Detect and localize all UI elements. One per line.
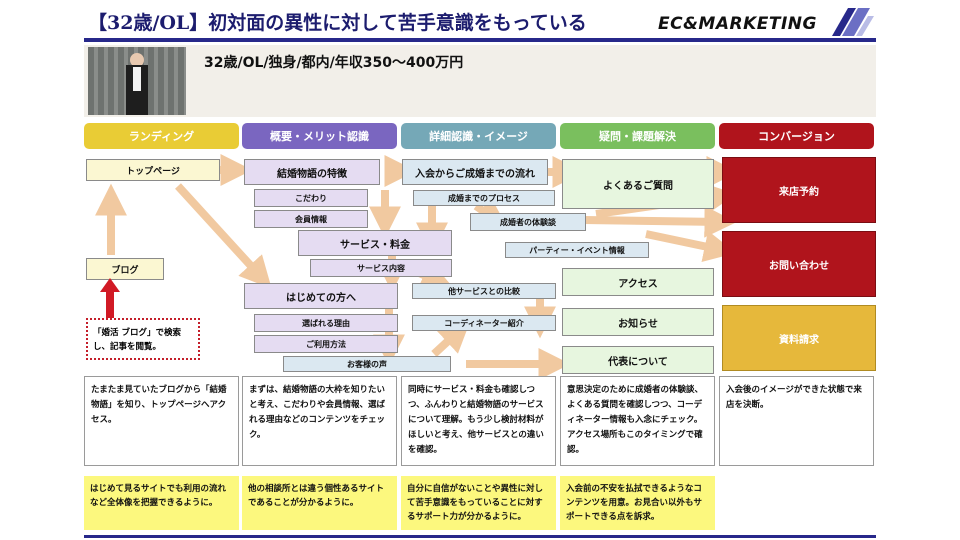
stage-question: 疑問・課題解決 — [560, 123, 715, 149]
oshirase-node: お知らせ — [562, 308, 714, 336]
note-overview: 他の相談所とは違う個性あるサイトであることが分かるように。 — [242, 476, 397, 530]
note-landing: はじめて見るサイトでも利用の流れなど全体像を把握できるように。 — [84, 476, 239, 530]
service-node: サービス・料金 — [298, 230, 452, 256]
stage-landing: ランディング — [84, 123, 239, 149]
persona-panel — [84, 45, 876, 117]
stage-conversion: コンバージョン — [719, 123, 874, 149]
riyou-node: ご利用方法 — [254, 335, 398, 353]
bottom-rule — [84, 535, 876, 538]
faq-node: よくあるご質問 — [562, 159, 714, 209]
persona-photo — [88, 47, 186, 115]
top-page-node: トップページ — [86, 159, 220, 181]
access-node: アクセス — [562, 268, 714, 296]
logo-mark-icon — [832, 8, 874, 36]
toiawase-node: お問い合わせ — [722, 231, 876, 297]
description-landing: たまたま見ていたブログから「結婚物語」を知り、トップページへアクセス。 — [84, 376, 239, 466]
arrow-up-icon — [100, 278, 120, 320]
note-detail: 自分に自信がないことや異性に対して苦手意識をもっていることに対するサポート力が分… — [401, 476, 556, 530]
note-question: 入会前の不安を払拭できるようなコンテンツを用意。お見合い以外もサポートできる点を… — [560, 476, 715, 530]
service-naiyou-node: サービス内容 — [310, 259, 452, 277]
blog-node: ブログ — [86, 258, 164, 280]
tokucho-node: 結婚物語の特徴 — [244, 159, 380, 185]
stage-detail: 詳細認識・イメージ — [401, 123, 556, 149]
description-question: 意思決定のために成婚者の体験談、よくある質問を確認しつつ、コーディネーター情報も… — [560, 376, 715, 466]
hikaku-node: 他サービスとの比較 — [412, 283, 556, 299]
party-node: パーティー・イベント情報 — [505, 242, 649, 258]
raiten-node: 来店予約 — [722, 157, 876, 223]
taiken-node: 成婚者の体験談 — [470, 213, 586, 231]
title-rule — [84, 38, 876, 42]
nagare-node: 入会からご成婚までの流れ — [402, 159, 548, 185]
coordinator-node: コーディネーター紹介 — [412, 315, 556, 331]
kaiin-node: 会員情報 — [254, 210, 368, 228]
hajimete-node: はじめての方へ — [244, 283, 398, 309]
okyakusama-node: お客様の声 — [283, 356, 451, 372]
description-conversion: 入会後のイメージができた状態で来店を決断。 — [719, 376, 874, 466]
erabareru-node: 選ばれる理由 — [254, 314, 398, 332]
process-node: 成婚までのプロセス — [413, 190, 555, 206]
description-overview: まずは、結婚物語の大枠を知りたいと考え、こだわりや会員情報、選ばれる理由などのコ… — [242, 376, 397, 466]
stage-overview: 概要・メリット認識 — [242, 123, 397, 149]
search-note: 「婚活 ブログ」で検索し、記事を閲覧。 — [86, 318, 200, 360]
logo: EC&MARKETING — [658, 14, 817, 34]
kodawari-node: こだわり — [254, 189, 368, 207]
shiryou-node: 資料請求 — [722, 305, 876, 371]
daihyou-node: 代表について — [562, 346, 714, 374]
page-title: 【32歳/OL】初対面の異性に対して苦手意識をもっている — [88, 12, 587, 34]
persona-summary: 32歳/OL/独身/都内/年収350～400万円 — [204, 55, 464, 71]
description-detail: 同時にサービス・料金も確認しつつ、ふんわりと結婚物語のサービスについて理解。もう… — [401, 376, 556, 466]
